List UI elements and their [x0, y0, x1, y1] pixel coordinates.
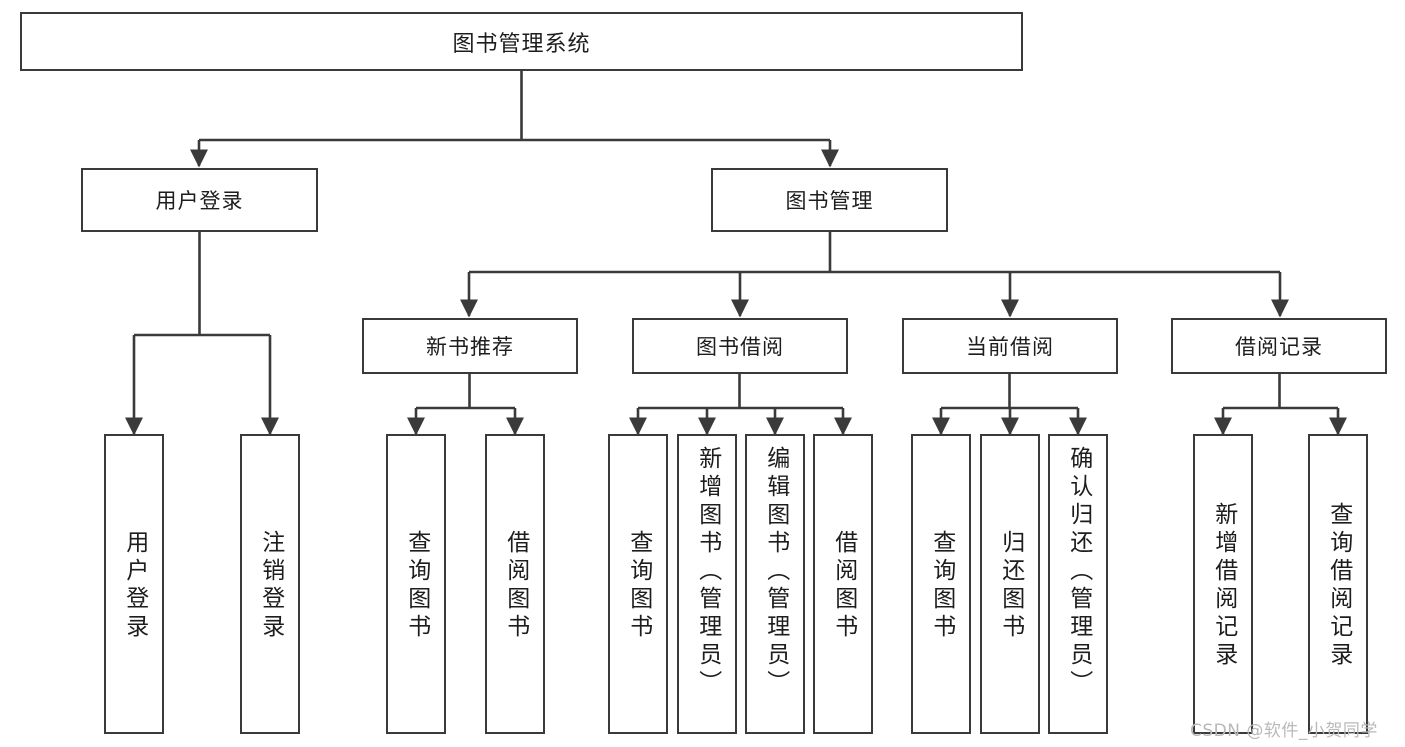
leaf-add-borrow-record[interactable]: 新增借阅记录	[1193, 434, 1253, 734]
node-label: 新书推荐	[426, 335, 514, 359]
node-label: 确认归还（管理员）	[1065, 446, 1092, 698]
leaf-query-book-current[interactable]: 查询图书	[911, 434, 971, 734]
node-label: 借阅图书	[830, 530, 857, 642]
node-label: 查询图书	[625, 530, 652, 642]
node-current-borrow[interactable]: 当前借阅	[902, 318, 1118, 374]
leaf-user-login[interactable]: 用户登录	[104, 434, 164, 734]
node-root-system[interactable]: 图书管理系统	[20, 12, 1023, 71]
node-label: 新增借阅记录	[1210, 502, 1237, 670]
node-label: 查询图书	[928, 530, 955, 642]
node-user-login[interactable]: 用户登录	[81, 168, 318, 232]
node-label: 借阅图书	[502, 530, 529, 642]
node-label: 借阅记录	[1235, 335, 1323, 359]
node-label: 图书借阅	[696, 335, 784, 359]
node-new-book-recommend[interactable]: 新书推荐	[362, 318, 578, 374]
node-book-manage[interactable]: 图书管理	[711, 168, 948, 232]
leaf-add-book-admin[interactable]: 新增图书（管理员）	[677, 434, 737, 734]
leaf-confirm-return-admin[interactable]: 确认归还（管理员）	[1048, 434, 1108, 734]
node-label: 图书管理系统	[452, 31, 591, 57]
node-label: 注销登录	[257, 530, 284, 642]
leaf-query-book-recommend[interactable]: 查询图书	[386, 434, 446, 734]
leaf-query-borrow-record[interactable]: 查询借阅记录	[1308, 434, 1368, 734]
leaf-edit-book-admin[interactable]: 编辑图书（管理员）	[745, 434, 805, 734]
leaf-return-book[interactable]: 归还图书	[980, 434, 1040, 734]
node-book-borrow[interactable]: 图书借阅	[632, 318, 848, 374]
node-label: 新增图书（管理员）	[694, 446, 721, 698]
node-label: 查询图书	[403, 530, 430, 642]
node-label: 用户登录	[121, 530, 148, 642]
leaf-borrow-book[interactable]: 借阅图书	[813, 434, 873, 734]
node-label: 图书管理	[785, 189, 874, 213]
node-borrow-record[interactable]: 借阅记录	[1171, 318, 1387, 374]
leaf-logout-login[interactable]: 注销登录	[240, 434, 300, 734]
leaf-borrow-book-recommend[interactable]: 借阅图书	[485, 434, 545, 734]
node-label: 查询借阅记录	[1325, 502, 1352, 670]
leaf-query-book-borrow[interactable]: 查询图书	[608, 434, 668, 734]
node-label: 用户登录	[155, 189, 244, 213]
node-label: 归还图书	[997, 530, 1024, 642]
node-label: 当前借阅	[966, 335, 1054, 359]
node-label: 编辑图书（管理员）	[762, 446, 789, 698]
